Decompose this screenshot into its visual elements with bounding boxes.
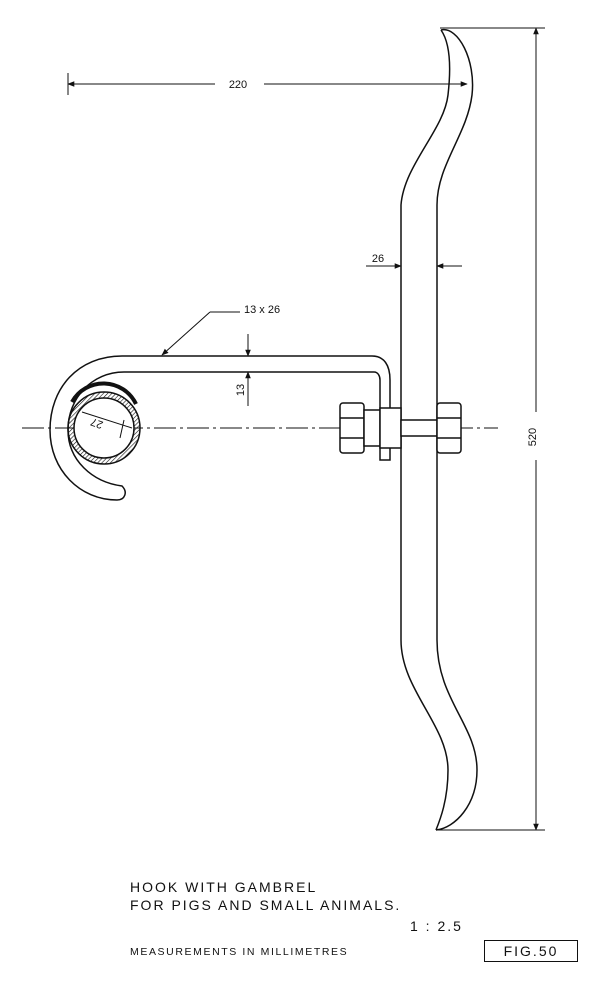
caption-scale: 1 : 2.5 bbox=[410, 918, 463, 934]
dim-26-label: 26 bbox=[372, 253, 384, 265]
caption-subtitle: FOR PIGS AND SMALL ANIMALS. bbox=[130, 897, 402, 913]
dim-13-label: 13 bbox=[235, 384, 247, 396]
pipe-section bbox=[67, 381, 141, 465]
caption-units: MEASUREMENTS IN MILLIMETRES bbox=[130, 946, 349, 958]
dim-220 bbox=[67, 73, 468, 95]
dim-13x26-leader bbox=[161, 311, 240, 356]
bolt-assembly bbox=[339, 402, 462, 454]
dim-27-label: 27 bbox=[89, 415, 105, 430]
dim-13x26-label: 13 x 26 bbox=[244, 304, 280, 316]
hook bbox=[49, 355, 391, 501]
figure-label: FIG.50 bbox=[484, 940, 578, 962]
dim-520-label: 520 bbox=[527, 428, 539, 446]
caption-title: HOOK WITH GAMBREL bbox=[130, 879, 318, 895]
dim-520 bbox=[436, 27, 545, 831]
dim-220-label: 220 bbox=[229, 79, 247, 91]
